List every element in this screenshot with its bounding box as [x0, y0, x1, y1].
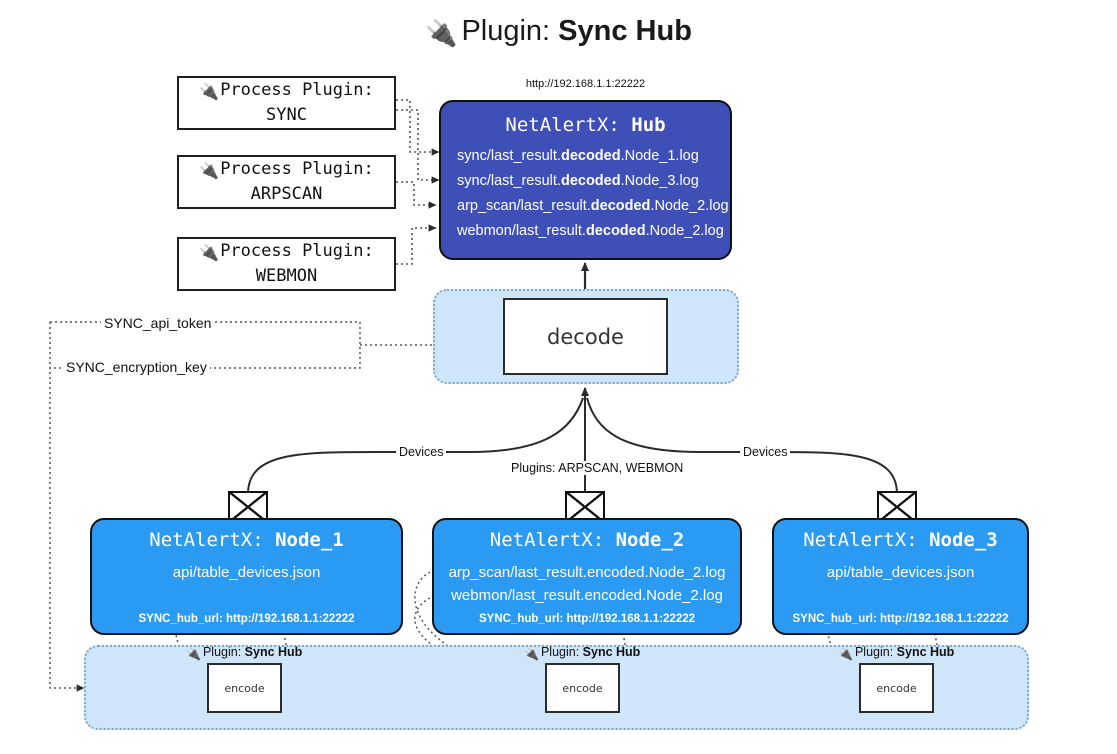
plug-icon: 🔌: [199, 243, 220, 263]
process-plugin-webmon[interactable]: 🔌Process Plugin: WEBMON: [177, 237, 396, 291]
wire-sync-to-hub-2: [396, 109, 440, 184]
edge-label-plugins-center: Plugins: ARPSCAN, WEBMON: [508, 461, 687, 475]
encode-box-node-2[interactable]: encode: [545, 663, 620, 713]
hub-box[interactable]: NetAlertX: Hub sync/last_result.decoded.…: [439, 100, 732, 260]
process-plugin-arpscan-name: ARPSCAN: [250, 184, 323, 205]
hub-url-label: http://192.168.1.1:22222: [525, 78, 646, 90]
envelope-icon: [228, 491, 268, 523]
plug-icon: 🔌: [524, 647, 539, 661]
hub-title: NetAlertX: Hub: [505, 114, 666, 136]
node-1-title: NetAlertX: Node_1: [149, 529, 344, 551]
node-2-title: NetAlertX: Node_2: [489, 529, 685, 551]
encode-box-node-3[interactable]: encode: [859, 663, 934, 713]
wire-arpscan-to-hub: [396, 181, 437, 209]
hub-log-line-2: sync/last_result.decoded.Node_3.log: [457, 172, 699, 189]
envelope-icon: [877, 491, 917, 523]
process-plugin-sync-name: SYNC: [266, 105, 307, 126]
process-plugin-sync-line1: 🔌Process Plugin:: [199, 80, 374, 102]
encode-2-caption: 🔌Plugin: Sync Hub: [524, 645, 641, 661]
node-box-node-3[interactable]: NetAlertX: Node_3 api/table_devices.json…: [772, 518, 1029, 635]
plug-icon: 🔌: [199, 82, 220, 102]
encode-3-caption: 🔌Plugin: Sync Hub: [838, 645, 955, 661]
hub-log-line-1: sync/last_result.decoded.Node_1.log: [457, 148, 699, 164]
token-label-encryption-key: SYNC_encryption_key: [63, 359, 210, 375]
process-plugin-webmon-name: WEBMON: [255, 266, 318, 287]
node-2-footer: SYNC_hub_url: http://192.168.1.1:22222: [478, 613, 696, 625]
process-plugin-arpscan-line1: 🔌Process Plugin:: [199, 159, 374, 181]
process-plugin-sync[interactable]: 🔌Process Plugin: SYNC: [177, 76, 396, 130]
process-plugin-webmon-line1: 🔌Process Plugin:: [199, 241, 374, 263]
node-2-line-1: arp_scan/last_result.encoded.Node_2.log: [448, 564, 726, 581]
node-3-line-1: api/table_devices.json: [826, 564, 975, 581]
node-3-footer: SYNC_hub_url: http://192.168.1.1:22222: [792, 613, 1009, 625]
encode-1-caption: 🔌Plugin: Sync Hub: [186, 645, 303, 661]
node-1-line-1: api/table_devices.json: [172, 564, 321, 581]
plug-icon: 🔌: [425, 18, 458, 48]
wire-tokens-to-encoders: [49, 322, 85, 692]
page-title: 🔌Plugin: Sync Hub: [0, 14, 1117, 49]
wire-sync-to-hub-1: [396, 99, 440, 156]
page-title-lead: Plugin:: [461, 15, 559, 47]
plug-icon: 🔌: [186, 647, 201, 661]
wire-webmon-to-hub: [396, 224, 437, 265]
encode-box-node-1[interactable]: encode: [207, 663, 282, 713]
envelope-icon: [565, 491, 605, 523]
plug-icon: 🔌: [199, 161, 220, 181]
node-box-node-2[interactable]: NetAlertX: Node_2 arp_scan/last_result.e…: [432, 518, 742, 635]
plug-icon: 🔌: [838, 647, 853, 661]
node-1-footer: SYNC_hub_url: http://192.168.1.1:22222: [138, 613, 355, 625]
edge-label-devices-left: Devices: [396, 445, 447, 459]
node-3-title: NetAlertX: Node_3: [803, 529, 998, 551]
hub-log-line-3: arp_scan/last_result.decoded.Node_2.log: [457, 197, 729, 214]
token-label-api-token: SYNC_api_token: [101, 315, 215, 331]
node-2-line-2: webmon/last_result.encoded.Node_2.log: [451, 587, 723, 605]
edge-label-devices-right: Devices: [740, 445, 791, 459]
page-title-strong: Sync Hub: [558, 15, 692, 47]
process-plugin-arpscan[interactable]: 🔌Process Plugin: ARPSCAN: [177, 155, 396, 209]
node-box-node-1[interactable]: NetAlertX: Node_1 api/table_devices.json…: [90, 518, 403, 635]
hub-log-line-4: webmon/last_result.decoded.Node_2.log: [457, 222, 724, 239]
decode-box[interactable]: decode: [503, 298, 668, 375]
